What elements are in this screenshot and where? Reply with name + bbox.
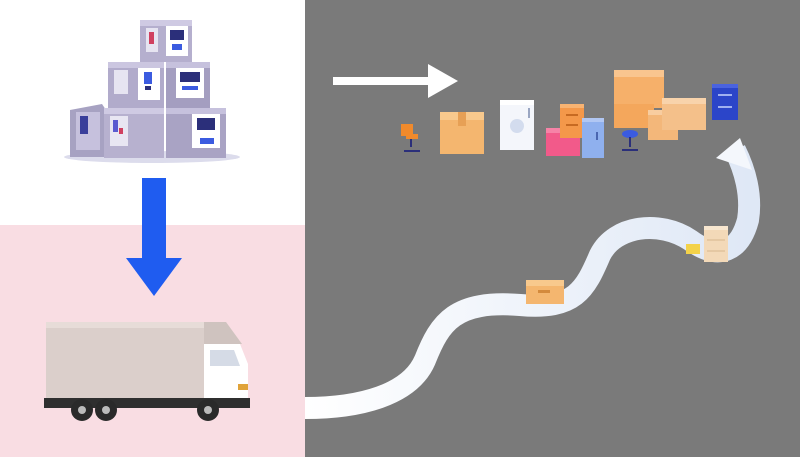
- cardboard-box: [440, 112, 484, 154]
- crate-5: [166, 62, 210, 108]
- crate-1: [70, 104, 106, 157]
- box-pile: [614, 70, 706, 140]
- refrigerator-icon: [500, 100, 534, 150]
- crate-3: [166, 108, 226, 158]
- winding-road: [304, 145, 761, 419]
- wheel: [95, 399, 117, 421]
- stool-icon: [622, 130, 638, 151]
- down-arrow-icon: [126, 178, 182, 296]
- crate-4: [108, 62, 164, 108]
- office-chair-icon: [401, 124, 420, 152]
- crate-2: [104, 108, 164, 158]
- right-arrow-icon: [333, 64, 458, 98]
- locker-icon: [582, 118, 604, 158]
- road-box: [526, 280, 564, 304]
- wheel: [197, 399, 219, 421]
- delivery-truck: [44, 322, 250, 421]
- drawer-cabinet-icon: [546, 104, 584, 156]
- crate-6: [140, 20, 192, 62]
- road-arrowhead: [716, 138, 752, 170]
- road-cabinet: [704, 226, 728, 262]
- wheel: [71, 399, 93, 421]
- road-item: [686, 244, 700, 254]
- crate-stack: [64, 20, 240, 163]
- file-cabinet-icon: [712, 84, 738, 120]
